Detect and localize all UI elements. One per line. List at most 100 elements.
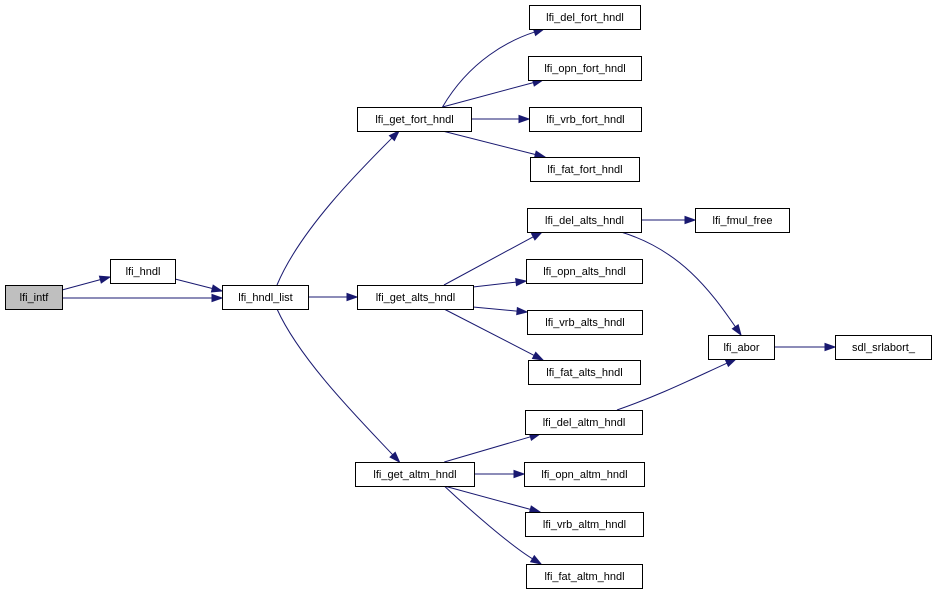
node-box[interactable] bbox=[5, 285, 63, 310]
node-lfi-del-alts-hndl[interactable]: lfi_del_alts_hndl bbox=[527, 208, 642, 233]
edge-arrowhead bbox=[731, 323, 742, 337]
nodes-layer: lfi_intf lfi_hndl lfi_hndl_list lfi_get_for… bbox=[5, 5, 932, 589]
node-lfi-hndl[interactable]: lfi_hndl bbox=[110, 259, 176, 284]
node-label: lfi_del_alts_hndl bbox=[545, 215, 624, 227]
node-box[interactable] bbox=[524, 462, 645, 487]
node-lfi-fmul-free[interactable]: lfi_fmul_free bbox=[695, 208, 790, 233]
node-box[interactable] bbox=[110, 259, 176, 284]
edge-arrowhead bbox=[530, 231, 544, 241]
node-lfi-del-fort-hndl[interactable]: lfi_del_fort_hndl bbox=[529, 5, 641, 30]
edge-arrowhead bbox=[98, 275, 112, 284]
node-box[interactable] bbox=[525, 512, 644, 537]
edge-line bbox=[276, 137, 393, 286]
edge-lfi_hndl-to-lfi_hndl_list bbox=[174, 278, 224, 293]
node-label: lfi_del_fort_hndl bbox=[546, 12, 624, 24]
edge-lfi_hndl_list-to-lfi_get_fort_hndl bbox=[276, 129, 401, 286]
node-box[interactable] bbox=[529, 107, 642, 132]
edge-arrowhead bbox=[518, 114, 531, 124]
node-box[interactable] bbox=[695, 208, 790, 233]
node-lfi-fat-alts-hndl[interactable]: lfi_fat_alts_hndl bbox=[528, 360, 641, 385]
node-box[interactable] bbox=[526, 259, 643, 284]
node-label: lfi_opn_fort_hndl bbox=[544, 63, 625, 75]
edge-line bbox=[472, 281, 517, 288]
node-box[interactable] bbox=[357, 285, 474, 310]
node-label: lfi_opn_altm_hndl bbox=[541, 469, 627, 481]
node-box[interactable] bbox=[527, 310, 643, 335]
edge-lfi_get_altm_hndl-to-lfi_del_altm_hndl bbox=[444, 432, 542, 463]
edge-line bbox=[174, 278, 213, 290]
node-lfi-get-alts-hndl[interactable]: lfi_get_alts_hndl bbox=[357, 285, 474, 310]
edge-line bbox=[444, 485, 531, 510]
node-label: lfi_get_fort_hndl bbox=[375, 114, 453, 126]
edge-line bbox=[620, 231, 736, 328]
node-label: lfi_fat_fort_hndl bbox=[547, 164, 622, 176]
node-box[interactable] bbox=[526, 564, 643, 589]
node-label: lfi_hndl bbox=[126, 266, 161, 278]
edge-line bbox=[61, 279, 101, 291]
node-label: lfi_get_alts_hndl bbox=[376, 292, 456, 304]
node-lfi-vrb-fort-hndl[interactable]: lfi_vrb_fort_hndl bbox=[529, 107, 642, 132]
node-box[interactable] bbox=[530, 157, 640, 182]
edge-lfi_get_altm_hndl-to-lfi_fat_altm_hndl bbox=[443, 485, 543, 565]
node-lfi-hndl-list[interactable]: lfi_hndl_list bbox=[222, 285, 309, 310]
node-box[interactable] bbox=[835, 335, 932, 360]
node-box[interactable] bbox=[357, 107, 472, 132]
edge-lfi_get_altm_hndl-to-lfi_opn_altm_hndl bbox=[474, 469, 526, 479]
node-label: lfi_fat_altm_hndl bbox=[544, 571, 624, 583]
node-box[interactable] bbox=[708, 335, 775, 360]
edge-arrowhead bbox=[211, 293, 224, 303]
edge-line bbox=[444, 436, 531, 463]
edge-arrowhead bbox=[684, 215, 697, 225]
edge-arrowhead bbox=[724, 358, 738, 368]
node-label: lfi_fat_alts_hndl bbox=[546, 367, 622, 379]
edge-lfi_del_alts_hndl-to-lfi_fmul_free bbox=[641, 215, 697, 225]
edge-arrowhead bbox=[389, 451, 401, 464]
edge-arrowhead bbox=[516, 306, 529, 316]
edge-lfi_get_alts_hndl-to-lfi_vrb_alts_hndl bbox=[472, 306, 529, 316]
node-lfi-abor[interactable]: lfi_abor bbox=[708, 335, 775, 360]
edge-lfi_get_alts_hndl-to-lfi_opn_alts_hndl bbox=[472, 278, 528, 288]
node-lfi-get-fort-hndl[interactable]: lfi_get_fort_hndl bbox=[357, 107, 472, 132]
node-label: lfi_get_altm_hndl bbox=[373, 469, 456, 481]
node-box[interactable] bbox=[222, 285, 309, 310]
edge-lfi_intf-to-lfi_hndl bbox=[61, 275, 112, 291]
node-label: lfi_fmul_free bbox=[713, 215, 773, 227]
node-label: lfi_vrb_fort_hndl bbox=[546, 114, 624, 126]
edge-arrowhead bbox=[531, 351, 545, 361]
node-label: lfi_opn_alts_hndl bbox=[543, 266, 626, 278]
node-label: sdl_srlabort_ bbox=[852, 342, 916, 354]
node-lfi-get-altm-hndl[interactable]: lfi_get_altm_hndl bbox=[355, 462, 475, 487]
node-sdl-srlabort-[interactable]: sdl_srlabort_ bbox=[835, 335, 932, 360]
node-box[interactable] bbox=[528, 360, 641, 385]
node-lfi-opn-altm-hndl[interactable]: lfi_opn_altm_hndl bbox=[524, 462, 645, 487]
node-box[interactable] bbox=[355, 462, 475, 487]
node-box[interactable] bbox=[525, 410, 643, 435]
edge-lfi_get_fort_hndl-to-lfi_opn_fort_hndl bbox=[442, 78, 545, 108]
edge-arrowhead bbox=[513, 469, 526, 479]
node-label: lfi_abor bbox=[723, 342, 759, 354]
edge-line bbox=[472, 306, 518, 312]
node-lfi-vrb-alts-hndl[interactable]: lfi_vrb_alts_hndl bbox=[527, 310, 643, 335]
node-lfi-vrb-altm-hndl[interactable]: lfi_vrb_altm_hndl bbox=[525, 512, 644, 537]
node-box[interactable] bbox=[527, 208, 642, 233]
edge-arrowhead bbox=[824, 342, 837, 352]
node-label: lfi_del_altm_hndl bbox=[543, 417, 626, 429]
edge-lfi_get_alts_hndl-to-lfi_del_alts_hndl bbox=[443, 231, 544, 286]
node-lfi-opn-alts-hndl[interactable]: lfi_opn_alts_hndl bbox=[526, 259, 643, 284]
node-label: lfi_vrb_altm_hndl bbox=[543, 519, 626, 531]
node-lfi-fat-altm-hndl[interactable]: lfi_fat_altm_hndl bbox=[526, 564, 643, 589]
node-lfi-del-altm-hndl[interactable]: lfi_del_altm_hndl bbox=[525, 410, 643, 435]
edge-arrowhead bbox=[210, 284, 224, 293]
edge-arrowhead bbox=[533, 150, 547, 159]
node-lfi-opn-fort-hndl[interactable]: lfi_opn_fort_hndl bbox=[528, 56, 642, 81]
node-lfi-intf[interactable]: lfi_intf bbox=[5, 285, 63, 310]
node-lfi-fat-fort-hndl[interactable]: lfi_fat_fort_hndl bbox=[530, 157, 640, 182]
edge-lfi_get_fort_hndl-to-lfi_fat_fort_hndl bbox=[442, 130, 547, 159]
edge-line bbox=[616, 362, 728, 411]
node-box[interactable] bbox=[528, 56, 642, 81]
node-box[interactable] bbox=[529, 5, 641, 30]
edge-arrowhead bbox=[515, 278, 528, 287]
edge-lfi_abor-to-sdl_srlabort_ bbox=[774, 342, 837, 352]
edge-line bbox=[442, 82, 534, 108]
